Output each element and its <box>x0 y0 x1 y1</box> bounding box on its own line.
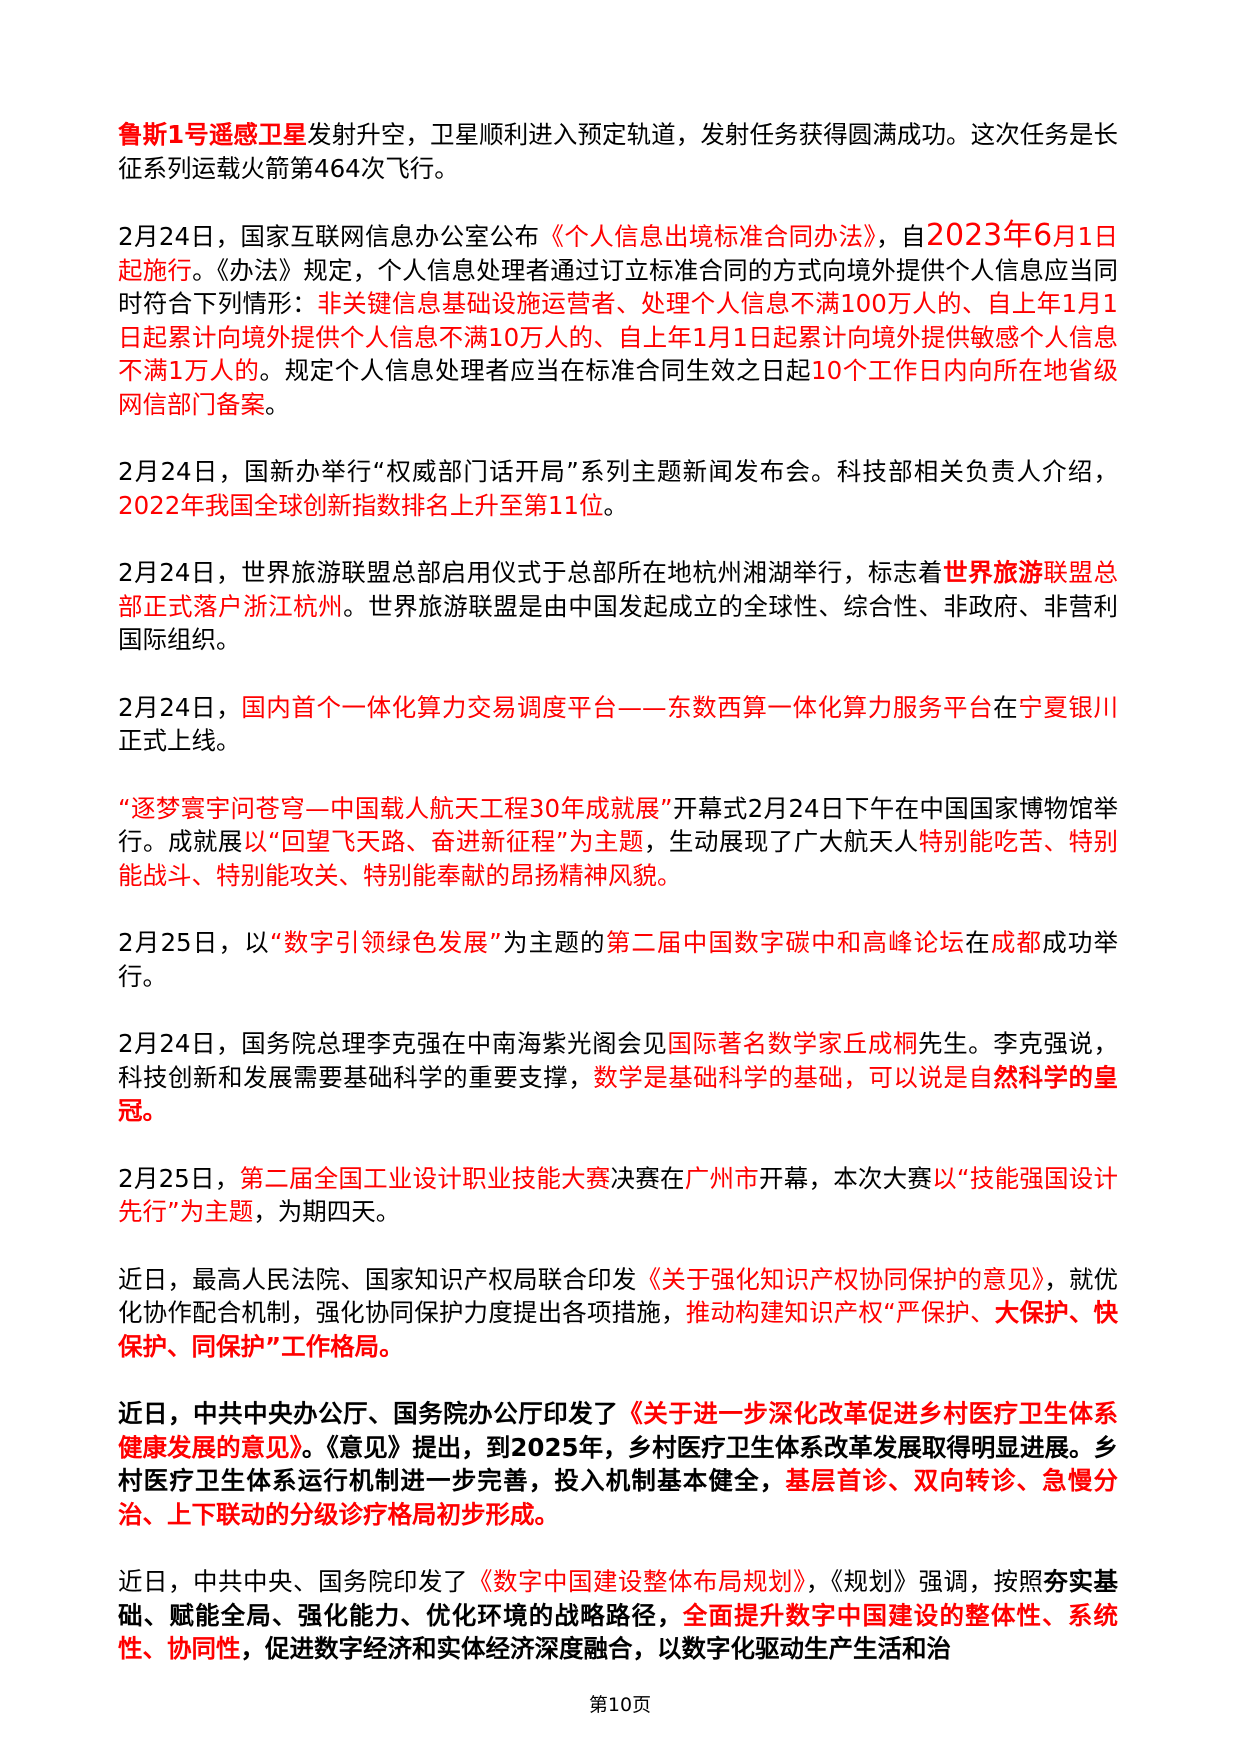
text-segment: 近日，最高人民法院、国家知识产权局联合印发 <box>118 1264 637 1294</box>
highlighted-text-segment: 《数字中国建设整体布局规划》 <box>468 1567 806 1596</box>
text-segment: 2月24日， <box>118 692 242 722</box>
text-segment: 在 <box>993 692 1019 722</box>
highlighted-text-segment: 以“技能强国设计先行”为主题 <box>118 1163 1119 1227</box>
highlighted-text-segment: 第二届全国工业设计职业技能大赛 <box>239 1163 611 1193</box>
document-body: 鲁斯1号遥感卫星发射升空，卫星顺利进入预定轨道，发射任务获得圆满成功。这次任务是… <box>118 118 1118 1700</box>
highlighted-text-segment: 推动构建知识产权“严保护、 <box>685 1298 995 1327</box>
text-segment: 夯实基础、赋能全局、强化能力、优化环境的战略路径， <box>118 1567 1118 1630</box>
text-segment: 开幕式2月24日下午在中国国家博物馆举行。成就展 <box>118 793 1119 857</box>
news-paragraph: 2月24日，国新办举行“权威部门话开局”系列主题新闻发布会。科技部相关负责人介绍… <box>118 455 1118 522</box>
text-segment: 2月24日，国家互联网信息办公室公布 <box>118 222 540 251</box>
highlighted-text-segment: 2022年我国全球创新指数排名上升至第11位 <box>118 490 604 520</box>
highlighted-text-segment: 以“回望飞天路、奋进新征程”为主题 <box>242 827 644 856</box>
text-segment: ，生动展现了广大航天人 <box>643 827 919 856</box>
text-segment: 。规定个人信息处理者应当在标准合同生效之日起 <box>259 356 812 385</box>
highlighted-text-segment: 大保护、快保护、同保护”工作格局。 <box>118 1298 1119 1361</box>
highlighted-text-segment: 鲁斯1号遥感卫星 <box>118 120 308 149</box>
highlighted-text-segment: 第二届中国数字碳中和高峰论坛 <box>605 928 966 957</box>
text-segment: 2月24日，世界旅游联盟总部启用仪式于总部所在地杭州湘湖举行，标志着 <box>118 558 944 587</box>
text-segment: 2月24日，国新办举行“权威部门话开局”系列主题新闻发布会。科技部相关负责人介绍… <box>118 457 1118 486</box>
text-segment: 。《意见》提出，到2025年，乡村医疗卫生体系改革发展取得明显进展。乡村医疗卫生… <box>118 1432 1119 1496</box>
text-segment: 先生。李克强说，科技创新和发展需要基础科学的重要支撑， <box>118 1029 1119 1092</box>
highlighted-text-segment: 月1日起施行 <box>118 222 1119 285</box>
highlighted-text-segment: 宁夏银川 <box>1018 692 1119 722</box>
text-segment: ，为期四天。 <box>253 1197 401 1226</box>
highlighted-text-segment: 世界旅游 <box>943 558 1044 587</box>
highlighted-text-segment: 《关于进一步深化改革促进乡村医疗卫生体系健康发展的意见》 <box>118 1399 1119 1462</box>
news-paragraph: 2月24日，国家互联网信息办公室公布《个人信息出境标准合同办法》，自2023年6… <box>118 219 1118 421</box>
highlighted-text-segment: 非关键信息基础设施运营者、处理个人信息不满100万人的、自上年1月1日起累计向境… <box>118 289 1119 385</box>
news-paragraph: 近日，最高人民法院、国家知识产权局联合印发《关于强化知识产权协同保护的意见》，就… <box>118 1263 1118 1364</box>
text-segment: 2月25日， <box>118 1163 240 1193</box>
text-segment: 在 <box>965 928 991 957</box>
news-paragraph: 2月25日，第二届全国工业设计职业技能大赛决赛在广州市开幕，本次大赛以“技能强国… <box>118 1162 1118 1229</box>
news-paragraph: “逐梦寰宇问苍穹—中国载人航天工程30年成就展”开幕式2月24日下午在中国国家博… <box>118 792 1118 893</box>
text-segment: 开幕，本次大赛 <box>758 1163 933 1193</box>
text-segment: 成功举行。 <box>118 928 1119 991</box>
news-paragraph: 近日，中共中央办公厅、国务院办公厅印发了《关于进一步深化改革促进乡村医疗卫生体系… <box>118 1397 1118 1531</box>
news-paragraph: 近日，中共中央、国务院印发了《数字中国建设整体布局规划》，《规划》强调，按照夯实… <box>118 1565 1118 1666</box>
text-segment: 2月24日，国务院总理李克强在中南海紫光阁会见 <box>118 1029 668 1058</box>
text-segment: 决赛在 <box>610 1163 685 1193</box>
news-paragraph: 2月25日，以“数字引领绿色发展”为主题的第二届中国数字碳中和高峰论坛在成都成功… <box>118 926 1118 993</box>
text-segment: 为主题的 <box>501 928 606 957</box>
text-segment: 。 <box>603 490 629 520</box>
highlighted-text-segment: “逐梦寰宇问苍穹—中国载人航天工程30年成就展” <box>118 793 673 823</box>
text-segment: 2月25日，以 <box>118 928 270 957</box>
highlighted-text-segment: 全面提升数字中国建设的整体性、系统性、协同性 <box>118 1600 1119 1664</box>
highlighted-text-segment: 成都 <box>990 928 1043 957</box>
text-segment: ，《规划》强调，按照 <box>805 1567 1044 1596</box>
text-segment: 。《办法》规定，个人信息处理者通过订立标准合同的方式向境外提供个人信息应当同时符… <box>118 255 1119 319</box>
highlighted-text-segment: 数学是基础科学的基础，可以说是自 <box>593 1062 994 1092</box>
text-segment: 。世界旅游联盟是由中国发起成立的全球性、综合性、非政府、非营利国际组织。 <box>118 591 1119 655</box>
highlighted-text-segment: 《关于强化知识产权协同保护的意见》 <box>636 1264 1045 1294</box>
news-paragraph: 2月24日，国内首个一体化算力交易调度平台——东数西算一体化算力服务平台在宁夏银… <box>118 691 1118 758</box>
highlighted-text-segment: 《个人信息出境标准合同办法》 <box>539 222 877 251</box>
news-paragraph: 2月24日，世界旅游联盟总部启用仪式于总部所在地杭州湘湖举行，标志着世界旅游联盟… <box>118 556 1118 657</box>
highlighted-text-segment: 联盟总部正式落户浙江杭州 <box>118 558 1118 621</box>
highlighted-text-segment: 广州市 <box>684 1163 759 1193</box>
text-segment: 近日，中共中央办公厅、国务院办公厅印发了 <box>118 1399 619 1428</box>
text-segment: 正式上线。 <box>118 726 241 755</box>
highlighted-text-segment: 10个工作日内向所在地省级网信部门备案 <box>118 356 1118 419</box>
text-segment: 发射升空，卫星顺利进入预定轨道，发射任务获得圆满成功。这次任务是长征系列运载火箭… <box>118 120 1118 183</box>
highlighted-text-segment: 特别能吃苦、特别能战斗、特别能攻关、特别能奉献的昂扬精神风貌。 <box>118 827 1119 890</box>
highlighted-text-segment: 2023年6 <box>925 218 1053 253</box>
text-segment: ，促进数字经济和实体经济深度融合，以数字化驱动生产生活和治 <box>240 1634 952 1663</box>
text-segment: ，就优化协作配合机制，强化协同保护力度提出各项措施， <box>118 1264 1119 1328</box>
text-segment: ，自 <box>876 222 926 251</box>
text-segment: 。 <box>265 389 290 419</box>
highlighted-text-segment: 国内首个一体化算力交易调度平台——东数西算一体化算力服务平台 <box>241 692 994 722</box>
highlighted-text-segment: “数字引领绿色发展” <box>269 928 502 957</box>
highlighted-text-segment: 国际著名数学家丘成桐 <box>667 1029 919 1058</box>
news-paragraph: 鲁斯1号遥感卫星发射升空，卫星顺利进入预定轨道，发射任务获得圆满成功。这次任务是… <box>118 118 1118 185</box>
highlighted-text-segment: 然科学的皇冠。 <box>118 1062 1119 1126</box>
text-segment: 近日，中共中央、国务院印发了 <box>118 1567 468 1596</box>
news-paragraph: 2月24日，国务院总理李克强在中南海紫光阁会见国际著名数学家丘成桐先生。李克强说… <box>118 1027 1118 1128</box>
page-number: 第10页 <box>588 1694 652 1716</box>
highlighted-text-segment: 基层首诊、双向转诊、急慢分治、上下联动的分级诊疗格局初步形成。 <box>118 1466 1119 1529</box>
